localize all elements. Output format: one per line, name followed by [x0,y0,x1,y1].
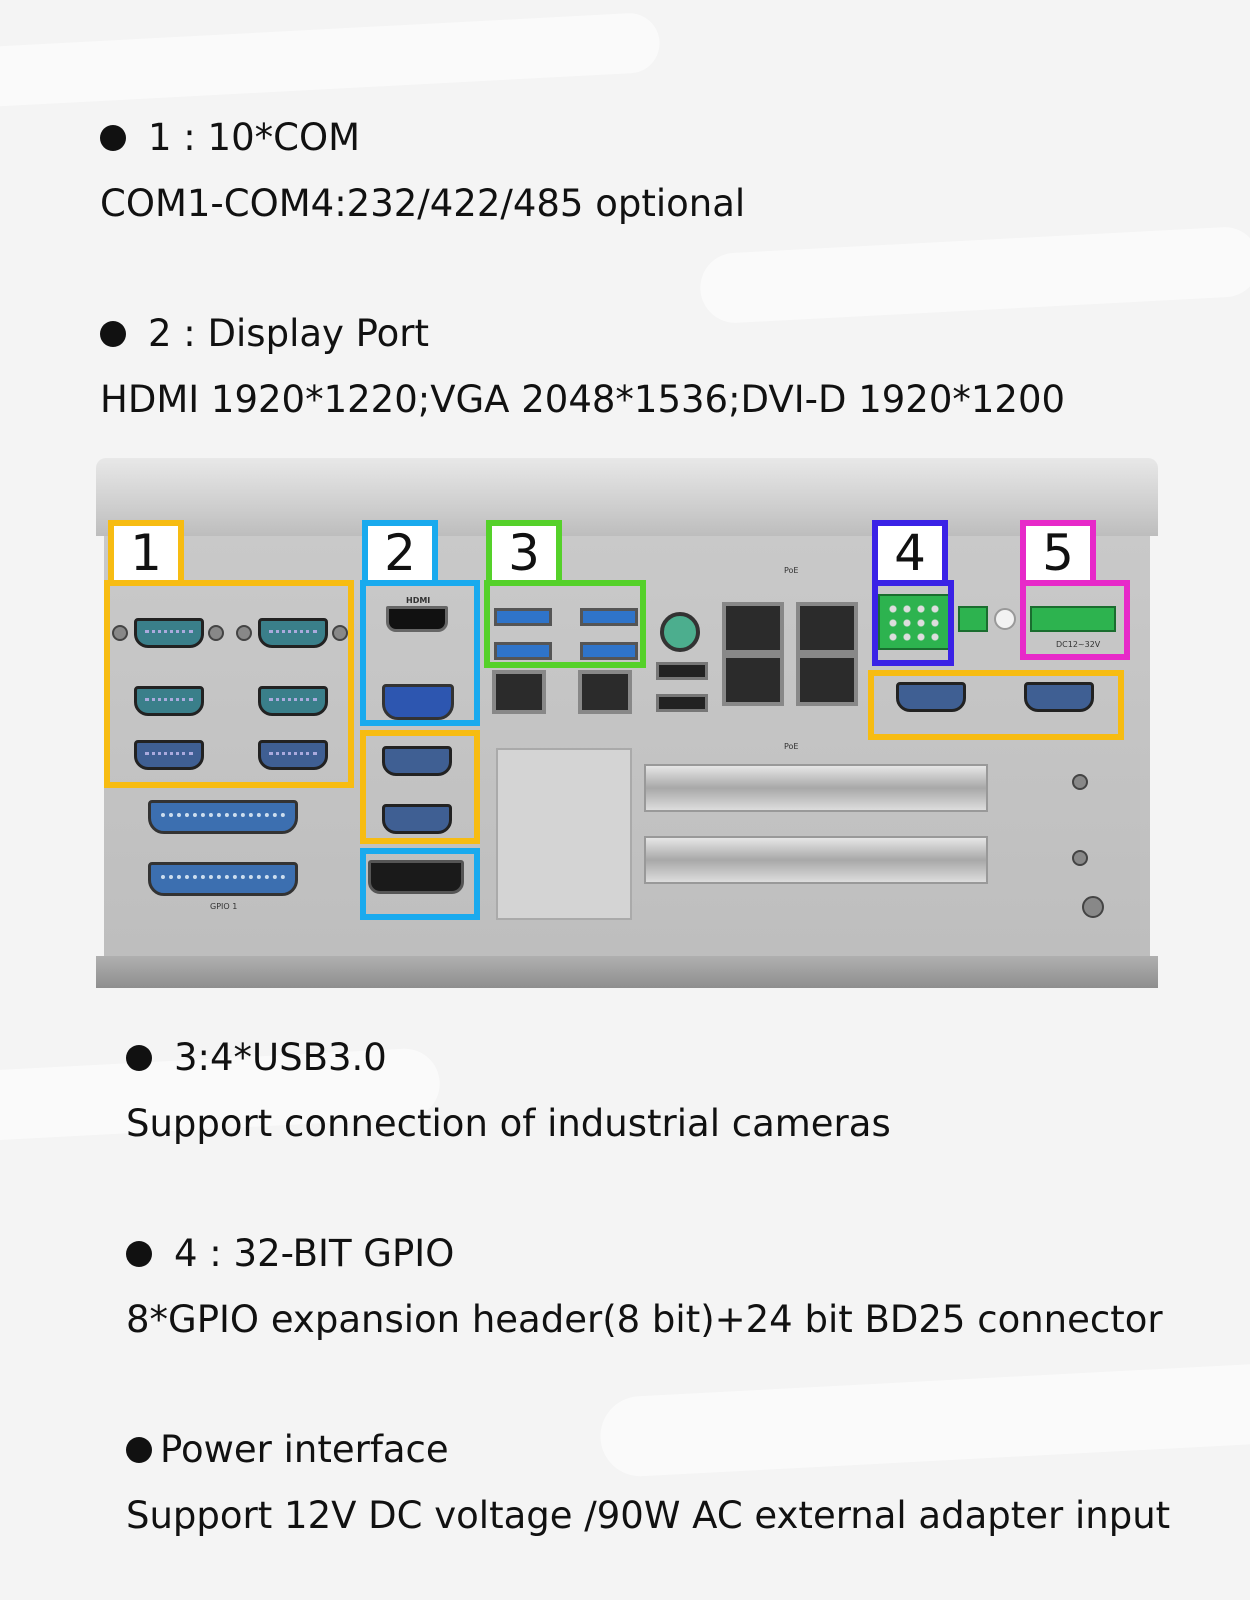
screw-icon [1072,850,1088,866]
display-highlight [360,580,480,726]
power-button [994,608,1016,630]
feature-power: Power interface Support 12V DC voltage /… [126,1428,1170,1538]
usb3-highlight [484,580,646,668]
feature-description: HDMI 1920*1220;VGA 2048*1536;DVI-D 1920*… [100,378,1066,421]
db25-connector [148,800,298,834]
dvi-port [368,860,464,894]
ps2-port [660,612,700,652]
usb2-port [656,662,708,680]
expansion-slot [644,764,988,812]
com-group-highlight [868,670,1124,740]
feature-usb: 3:4*USB3.0 Support connection of industr… [126,1036,891,1146]
poe-label: PoE [784,566,799,575]
feature-title: Power interface [126,1428,1170,1472]
com-port [134,618,204,648]
lan-port [492,670,546,714]
bullet-icon [126,1241,152,1267]
usb3-port [580,608,638,626]
industrial-pc-rear-panel: GPIO 1 HDMI PoE PoE DC12~32V [96,458,1158,988]
feature-description: 8*GPIO expansion header(8 bit)+24 bit BD… [126,1298,1163,1341]
feature-title: 1 : 10*COM [100,116,745,160]
feature-description: Support 12V DC voltage /90W AC external … [126,1494,1171,1537]
hdmi-label: HDMI [406,596,431,605]
com-port [1024,682,1094,712]
hdmi-port [386,606,448,632]
com-port [258,740,328,770]
com-port [258,686,328,716]
feature-title: 3:4*USB3.0 [126,1036,891,1080]
dc-power-terminal [1030,606,1116,632]
background-stroke [698,225,1250,325]
callout-2: 2 [362,520,438,586]
poe-lan-port [796,602,858,654]
feature-display: 2 : Display Port HDMI 1920*1220;VGA 2048… [100,312,1065,422]
background-stroke [0,11,662,109]
feature-title: 4 : 32-BIT GPIO [126,1232,1163,1276]
ground-screw-icon [1082,896,1104,918]
feature-title-text: 3:4*USB3.0 [174,1036,387,1079]
feature-title-text: 4 : 32-BIT GPIO [174,1232,455,1275]
vga-port [382,684,454,720]
com-port [258,618,328,648]
callout-1: 1 [108,520,184,586]
dc-voltage-label: DC12~32V [1056,640,1101,649]
gpio1-label: GPIO 1 [210,902,238,911]
poe-lan-port [722,654,784,706]
chassis-base [96,956,1158,988]
switch-terminal [958,606,988,632]
feature-title: 2 : Display Port [100,312,1065,356]
bullet-icon [126,1045,152,1071]
com-port [382,804,452,834]
com-port [896,682,966,712]
feature-title-text: 1 : 10*COM [148,116,360,159]
gpio-db25-connector [148,862,298,896]
chassis-lid [96,458,1158,536]
callout-4: 4 [872,520,948,586]
lan-port [578,670,632,714]
feature-title-text: Power interface [160,1428,449,1471]
gpio-header [878,594,950,650]
screw-icon [1072,774,1088,790]
callout-5: 5 [1020,520,1096,586]
callout-3: 3 [486,520,562,586]
poe-lan-port [796,654,858,706]
com-group-highlight [104,580,354,788]
feature-description: COM1-COM4:232/422/485 optional [100,182,746,225]
expansion-slot [644,836,988,884]
bullet-icon [126,1437,152,1463]
gpio-highlight [872,580,954,666]
com-port [382,746,452,776]
com-group-highlight [360,730,480,844]
bullet-icon [100,125,126,151]
screw-icon [236,625,252,641]
com-port [134,740,204,770]
feature-gpio: 4 : 32-BIT GPIO 8*GPIO expansion header(… [126,1232,1163,1342]
feature-com: 1 : 10*COM COM1-COM4:232/422/485 optiona… [100,116,745,226]
screw-icon [208,625,224,641]
usb3-port [494,608,552,626]
display-highlight [360,848,480,920]
usb3-port [494,642,552,660]
feature-description: Support connection of industrial cameras [126,1102,891,1145]
bullet-icon [100,321,126,347]
feature-title-text: 2 : Display Port [148,312,430,355]
poe-label: PoE [784,742,799,751]
usb2-port [656,694,708,712]
blank-plate [496,748,632,920]
screw-icon [332,625,348,641]
usb3-port [580,642,638,660]
power-highlight [1020,580,1130,660]
com-port [134,686,204,716]
screw-icon [112,625,128,641]
poe-lan-port [722,602,784,654]
